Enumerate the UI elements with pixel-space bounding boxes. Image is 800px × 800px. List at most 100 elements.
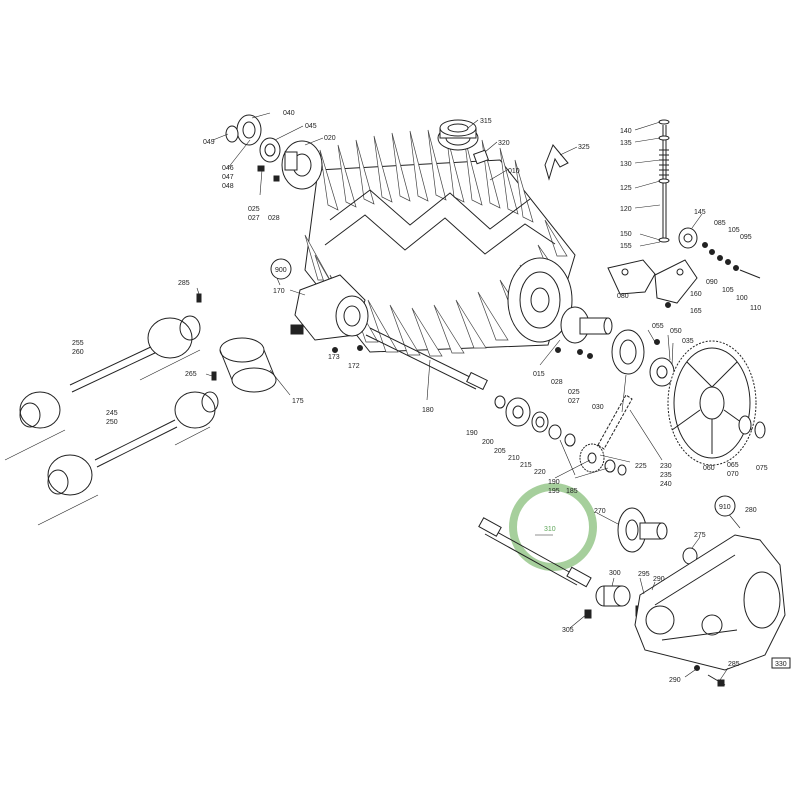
label-085[interactable]: 085 [714,220,726,227]
label-275[interactable]: 275 [694,532,706,539]
label-295[interactable]: 295 [638,571,650,578]
tension-rod-120[interactable] [658,119,670,243]
roller-145[interactable] [678,227,761,279]
label-070[interactable]: 070 [727,471,739,478]
label-240[interactable]: 240 [660,481,672,488]
hub-flange-040[interactable] [225,114,323,190]
label-050[interactable]: 050 [670,328,682,335]
label-172[interactable]: 172 [348,363,360,370]
label-260[interactable]: 260 [72,349,84,356]
label-285-b[interactable]: 285 [728,661,740,668]
pto-shaft-255[interactable] [4,315,201,461]
label-100[interactable]: 100 [736,295,748,302]
label-015[interactable]: 015 [533,371,545,378]
label-900[interactable]: 900 [275,267,287,274]
pto-shaft-245[interactable] [37,391,219,526]
label-195[interactable]: 195 [548,488,560,495]
rotor-drum[interactable] [304,129,576,357]
label-180[interactable]: 180 [422,407,434,414]
label-120[interactable]: 120 [620,206,632,213]
label-310[interactable]: 310 [544,526,556,533]
bearing-300[interactable] [584,585,656,619]
pin-285[interactable] [196,293,202,303]
label-160[interactable]: 160 [690,291,702,298]
label-315[interactable]: 315 [480,118,492,125]
label-075[interactable]: 075 [756,465,768,472]
chain-230[interactable] [597,394,633,450]
pin-265[interactable] [211,371,217,381]
bracket-325[interactable] [544,144,569,181]
label-255[interactable]: 255 [72,340,84,347]
label-040[interactable]: 040 [283,110,295,117]
label-225[interactable]: 225 [635,463,647,470]
label-028[interactable]: 028 [268,215,280,222]
label-300[interactable]: 300 [609,570,621,577]
label-155[interactable]: 155 [620,243,632,250]
label-270[interactable]: 270 [594,508,606,515]
label-290[interactable]: 290 [653,576,665,583]
label-125[interactable]: 125 [620,185,632,192]
shaft-310[interactable] [478,517,592,588]
gearbox-housing-280[interactable] [634,534,786,687]
label-290-b[interactable]: 290 [669,677,681,684]
label-046[interactable]: 046 [222,165,234,172]
label-200[interactable]: 200 [482,439,494,446]
label-285[interactable]: 285 [178,280,190,287]
label-110[interactable]: 110 [750,305,761,312]
guard-tube-175[interactable] [219,337,277,393]
label-049[interactable]: 049 [203,139,215,146]
label-030[interactable]: 030 [592,404,604,411]
label-027[interactable]: 027 [248,215,260,222]
label-048[interactable]: 048 [222,183,234,190]
label-280[interactable]: 280 [745,507,757,514]
label-185[interactable]: 185 [566,488,578,495]
label-245[interactable]: 245 [106,410,118,417]
sprocket-060[interactable] [667,340,766,466]
label-205[interactable]: 205 [494,448,506,455]
label-165[interactable]: 165 [690,308,702,315]
label-065[interactable]: 065 [727,462,739,469]
label-055[interactable]: 055 [652,323,664,330]
label-320[interactable]: 320 [498,140,510,147]
label-027-b[interactable]: 027 [568,398,580,405]
label-025-b[interactable]: 025 [568,389,580,396]
label-047[interactable]: 047 [222,174,234,181]
label-140[interactable]: 140 [620,128,632,135]
label-175[interactable]: 175 [292,398,304,405]
label-028-b[interactable]: 028 [551,379,563,386]
label-220[interactable]: 220 [534,469,546,476]
label-170[interactable]: 170 [273,288,285,295]
label-095[interactable]: 095 [740,234,752,241]
label-090[interactable]: 090 [706,279,718,286]
bracket-080-160[interactable] [607,259,698,308]
label-105-b[interactable]: 105 [722,287,734,294]
label-190[interactable]: 190 [466,430,478,437]
label-060[interactable]: 060 [703,465,715,472]
label-190-b[interactable]: 190 [548,479,560,486]
label-145[interactable]: 145 [694,209,706,216]
label-130[interactable]: 130 [620,161,632,168]
bearing-housing-030[interactable] [611,329,675,387]
drive-shaft-180[interactable] [365,327,488,391]
bearing-set-190-220[interactable] [494,395,627,476]
bolt-025[interactable] [257,165,280,196]
label-265[interactable]: 265 [185,371,197,378]
label-250[interactable]: 250 [106,419,118,426]
label-045[interactable]: 045 [305,123,317,130]
label-325[interactable]: 325 [578,144,590,151]
stub-shaft-015[interactable] [555,306,613,359]
label-150[interactable]: 150 [620,231,632,238]
label-135[interactable]: 135 [620,140,632,147]
bearing-315[interactable] [437,119,479,151]
clip-320[interactable] [473,149,489,165]
label-210[interactable]: 210 [508,455,520,462]
label-235[interactable]: 235 [660,472,672,479]
label-020[interactable]: 020 [324,135,336,142]
hub-270[interactable] [617,507,698,565]
label-910[interactable]: 910 [719,504,731,511]
label-230[interactable]: 230 [660,463,672,470]
label-025[interactable]: 025 [248,206,260,213]
label-215[interactable]: 215 [520,462,532,469]
label-105[interactable]: 105 [728,227,740,234]
label-080[interactable]: 080 [617,293,629,300]
